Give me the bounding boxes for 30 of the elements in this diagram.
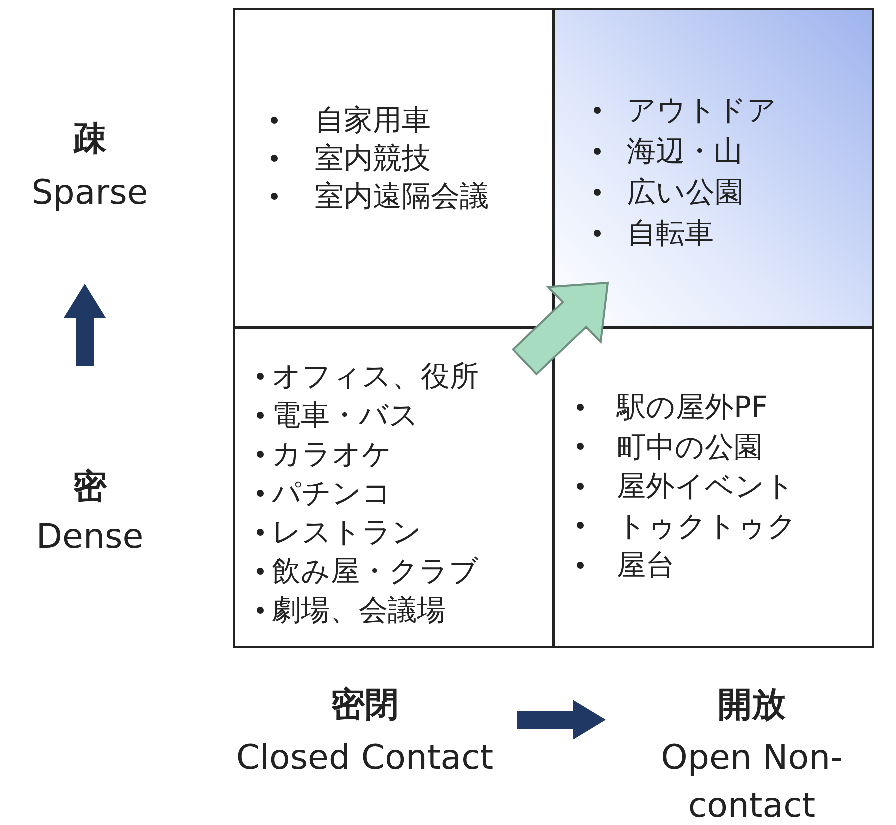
axis-label: Closed Contact [235, 737, 495, 780]
list-item: 飲み屋・クラブ [272, 553, 479, 589]
axis-heading: 密 [72, 466, 108, 508]
list-item: 屋外イベント [617, 468, 795, 504]
list-item: 自家用車 [315, 102, 431, 138]
list-item: レストラン [272, 514, 422, 550]
list-item: 電車・バス [272, 397, 419, 433]
axis-heading: 開放 [717, 684, 787, 726]
list-item: オフィス、役所 [272, 358, 479, 394]
list-item: 町中の公園 [617, 428, 763, 464]
axis-label: Sparse [30, 172, 150, 214]
list-item: 広い公園 [627, 174, 744, 210]
quadrant-box [553, 8, 874, 328]
list-item: パチンコ [272, 475, 392, 511]
list-item: 自転車 [627, 215, 714, 251]
list-item: 屋台 [617, 547, 675, 583]
axis-heading: 疎 [72, 118, 108, 160]
list-item: トゥクトゥク [617, 508, 797, 544]
quadrant-box [553, 327, 874, 648]
axis-label: Open Non-contact [660, 737, 844, 825]
axis-label: Dense [35, 516, 145, 558]
list-item: 室内競技 [315, 140, 431, 176]
list-item: アウトドア [627, 92, 777, 128]
list-item: 室内遠隔会議 [315, 178, 489, 214]
block-arrow [512, 282, 610, 376]
list-item: 劇場、会議場 [272, 592, 446, 628]
list-item: カラオケ [272, 436, 392, 472]
list-item: 駅の屋外PF [617, 389, 768, 425]
axis-heading: 密閉 [330, 684, 400, 726]
list-item: 海辺・山 [627, 133, 743, 169]
